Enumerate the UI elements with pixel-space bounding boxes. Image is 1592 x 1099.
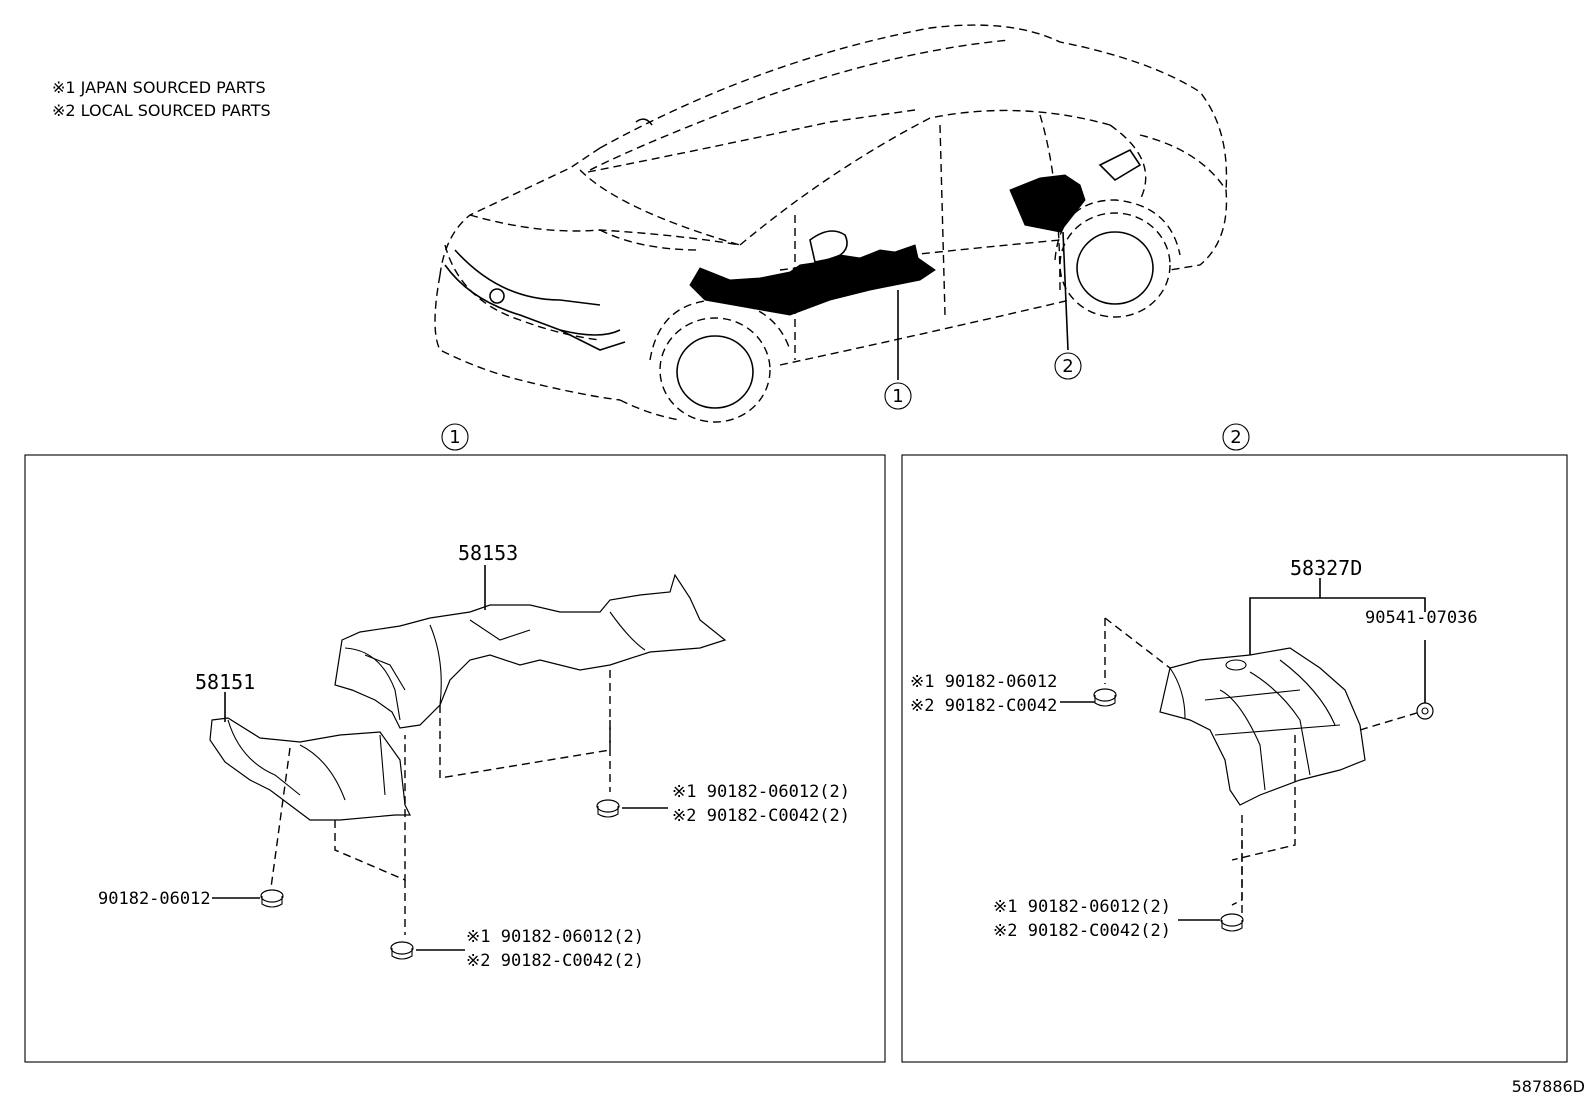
right-panel <box>1060 578 1434 932</box>
part-number-58151: 58151 <box>195 670 255 694</box>
callout-2-car: 2 <box>1054 352 1082 380</box>
svg-text:1: 1 <box>892 386 903 407</box>
clip-label-right-bottom-line1: ※1 90182-06012(2) <box>993 897 1171 917</box>
clip-label-90182-06012: 90182-06012 <box>98 889 211 909</box>
left-panel-frame <box>24 454 886 1063</box>
clip-left-a <box>260 889 284 908</box>
svg-text:2: 2 <box>1062 356 1073 377</box>
callout-1-car: 1 <box>884 382 912 410</box>
svg-text:1: 1 <box>449 427 460 448</box>
car-illustration <box>434 24 1228 423</box>
clip-label-c-line2: ※2 90182-C0042(2) <box>466 951 644 971</box>
section-marker-1: 1 <box>441 423 469 451</box>
clip-label-right-bottom-line2: ※2 90182-C0042(2) <box>993 921 1171 941</box>
clip-left-b <box>596 799 620 818</box>
clip-label-b-line2: ※2 90182-C0042(2) <box>672 806 850 826</box>
figure-id: 587886D <box>1512 1077 1585 1096</box>
clip-right-bottom <box>1220 913 1244 932</box>
part-number-58153: 58153 <box>458 541 518 565</box>
note-japan-sourced: ※1 JAPAN SOURCED PARTS <box>52 78 266 97</box>
nut-90541-07036 <box>1416 702 1434 720</box>
insulator-58151-shape <box>209 717 411 821</box>
svg-text:2: 2 <box>1230 427 1241 448</box>
clip-label-right-top-line1: ※1 90182-06012 <box>910 672 1057 692</box>
clip-label-c-line1: ※1 90182-06012(2) <box>466 927 644 947</box>
right-panel-frame <box>901 454 1568 1063</box>
part-number-58327D: 58327D <box>1290 556 1362 580</box>
clip-label-b-line1: ※1 90182-06012(2) <box>672 782 850 802</box>
insulator-58153-shape <box>334 573 727 729</box>
clip-label-right-top-line2: ※2 90182-C0042 <box>910 696 1057 716</box>
left-panel <box>209 565 727 960</box>
clip-right-top <box>1093 688 1117 707</box>
part-number-90541-07036: 90541-07036 <box>1365 608 1478 628</box>
insulator-58327D-shape <box>1159 647 1366 806</box>
note-local-sourced: ※2 LOCAL SOURCED PARTS <box>52 101 271 120</box>
clip-left-c <box>390 941 414 960</box>
section-marker-2: 2 <box>1222 423 1250 451</box>
